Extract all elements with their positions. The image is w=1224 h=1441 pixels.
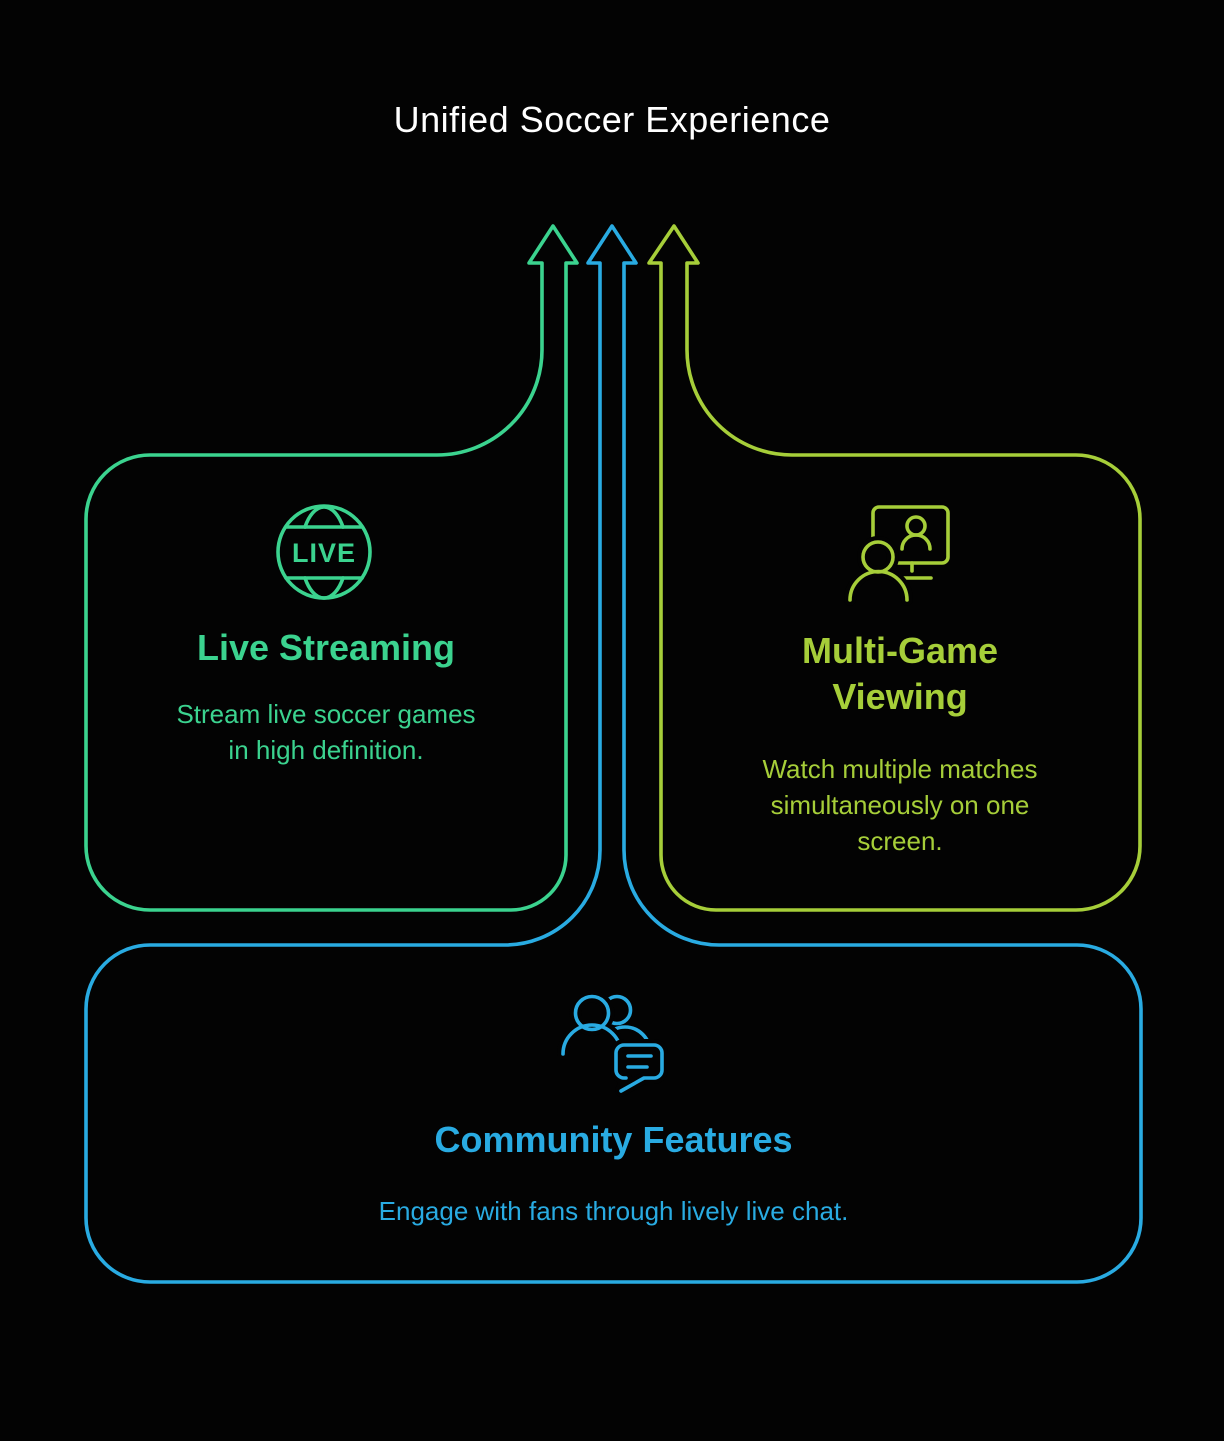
viewer-person-shoulders [848, 569, 909, 602]
community-card-outline-with-arrow [84, 224, 1143, 1284]
live-streaming-title: Live Streaming [196, 627, 456, 668]
community-description: Engage with fans through lively live cha… [378, 1196, 849, 1226]
community-title: Community Features [434, 1119, 793, 1160]
live-globe-icon: LIVE [276, 504, 372, 600]
multi-game-description: Watch multiple matches simultaneously on… [762, 754, 1038, 856]
page-title: Unified Soccer Experience [393, 99, 831, 140]
live-streaming-card-outline-with-arrow [84, 224, 579, 912]
speech-bubble-outline [614, 1043, 664, 1093]
multi-game-viewing-icon [844, 505, 950, 606]
community-chat-icon [557, 990, 668, 1097]
onscreen-person-head [905, 515, 927, 537]
live-globe-label: LIVE [292, 538, 356, 568]
live-streaming-description: Stream live soccer games in high definit… [176, 699, 476, 765]
front-person-head [573, 994, 611, 1032]
globe-meridian-top-arc [303, 505, 345, 529]
globe-meridian-bottom-arc [303, 576, 345, 600]
onscreen-person-shoulders [900, 533, 932, 551]
multi-game-card-outline-with-arrow [647, 224, 1142, 912]
multi-game-title: Multi-Game Viewing [801, 630, 998, 717]
